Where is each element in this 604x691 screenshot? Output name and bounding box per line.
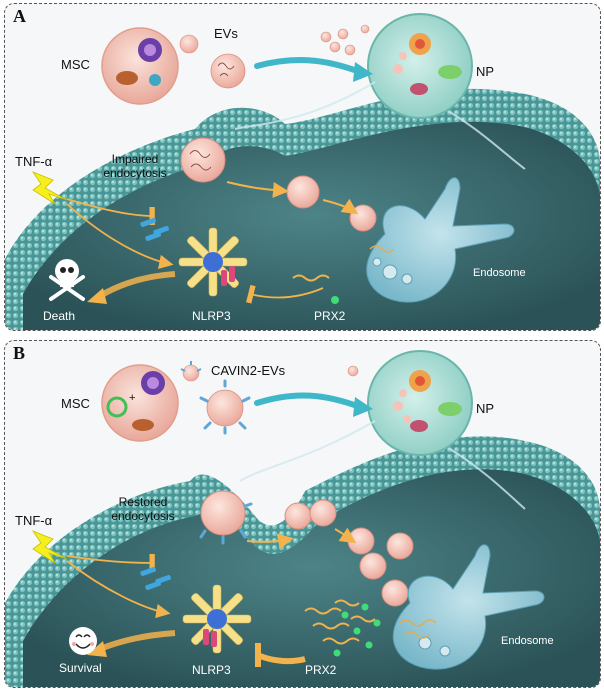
endocytosis-line-1: Restored bbox=[118, 495, 168, 509]
survival-label: Survival bbox=[59, 661, 102, 675]
panel-b: + bbox=[4, 340, 601, 688]
panel-b-illustration: + bbox=[5, 350, 600, 687]
prx2-dot bbox=[331, 296, 339, 304]
msc-cell bbox=[101, 27, 179, 105]
msc-label: MSC bbox=[61, 396, 90, 411]
endocytosis-label: Impaired endocytosis bbox=[93, 152, 177, 180]
nlrp3-label: NLRP3 bbox=[192, 309, 231, 323]
nlrp3-inflammasome bbox=[178, 227, 248, 297]
tnf-label: TNF-α bbox=[15, 513, 53, 528]
cavin2-ev bbox=[199, 379, 251, 435]
lightning-icon bbox=[31, 530, 68, 564]
released-ev bbox=[210, 53, 246, 89]
endocytosis-line-2: endocytosis bbox=[111, 509, 175, 523]
endocytosis-label: Restored endocytosis bbox=[101, 495, 185, 523]
endocytosis-line-1: Impaired bbox=[111, 152, 159, 166]
prx2-label: PRX2 bbox=[314, 309, 346, 323]
msc-label: MSC bbox=[61, 57, 90, 72]
panel-b-letter: B bbox=[13, 343, 26, 363]
panel-a-letter: A bbox=[13, 6, 26, 26]
lightning-icon bbox=[31, 171, 68, 205]
membrane-ev bbox=[199, 490, 253, 545]
skull-crossbones-icon bbox=[49, 259, 85, 301]
plasmid-icon bbox=[106, 396, 128, 418]
nlrp3-inflammasome bbox=[182, 584, 252, 654]
np-cell bbox=[367, 350, 473, 456]
evs-label: CAVIN2-EVs bbox=[211, 363, 286, 378]
endosome bbox=[366, 177, 515, 303]
transfer-arrow bbox=[254, 392, 363, 410]
endosome bbox=[392, 544, 545, 670]
np-label: NP bbox=[476, 401, 495, 416]
np-label: NP bbox=[476, 64, 495, 79]
msc-cell: + bbox=[101, 364, 179, 442]
transfer-arrow bbox=[254, 57, 363, 75]
svg-text:+: + bbox=[129, 392, 135, 404]
prx2-label: PRX2 bbox=[305, 663, 337, 677]
endosome-label: Endosome bbox=[473, 267, 526, 279]
tnf-label: TNF-α bbox=[15, 154, 53, 169]
endosome-label: Endosome bbox=[501, 635, 554, 647]
cytoplasm bbox=[23, 121, 600, 330]
panel-a: A MSC EVs NP TNF-α Impaired endocytosis … bbox=[4, 3, 601, 331]
panel-a-illustration bbox=[5, 13, 600, 330]
nlrp3-label: NLRP3 bbox=[192, 663, 231, 677]
endocytosis-line-2: endocytosis bbox=[103, 166, 167, 180]
np-cell bbox=[367, 13, 473, 119]
membrane-ev bbox=[180, 137, 226, 183]
evs-label: EVs bbox=[214, 26, 238, 41]
smiley-face-icon bbox=[69, 627, 97, 655]
death-label: Death bbox=[43, 309, 76, 323]
